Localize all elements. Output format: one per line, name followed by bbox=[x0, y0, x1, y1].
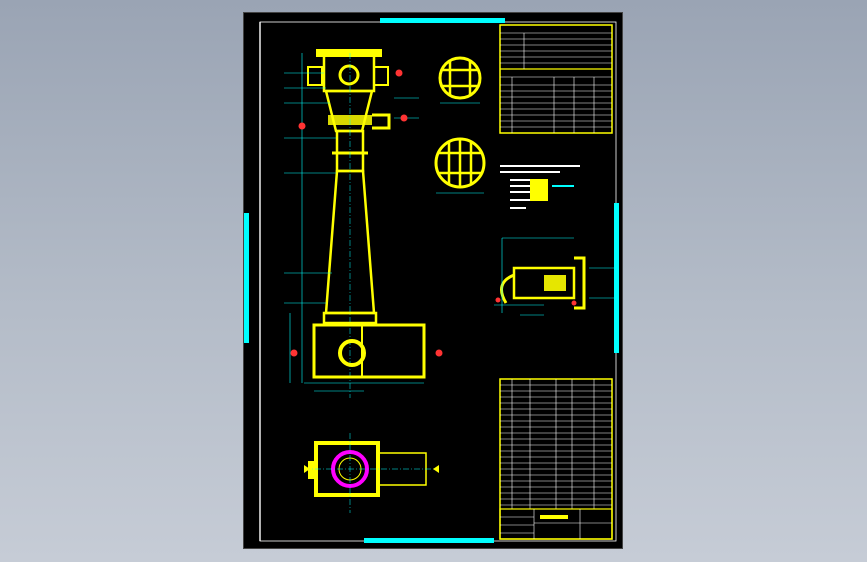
upper-head-body bbox=[322, 53, 376, 93]
plan-left-flange bbox=[308, 461, 318, 479]
top-edge-label-bar bbox=[380, 18, 505, 23]
bottom-edge-label-bar bbox=[364, 538, 494, 543]
section-marker-icon bbox=[304, 465, 310, 473]
balloon-icon bbox=[290, 349, 298, 357]
upper-port bbox=[338, 64, 360, 86]
upper-flange bbox=[316, 49, 382, 57]
front-elevation-view bbox=[284, 49, 443, 398]
front-callout-balloons bbox=[290, 69, 443, 357]
nozzle-detail-view bbox=[494, 237, 614, 316]
parts-list-table bbox=[499, 378, 613, 540]
base-flange bbox=[322, 311, 378, 325]
section-b-b-view bbox=[434, 137, 486, 194]
balloon-icon bbox=[298, 122, 306, 130]
drawing-sheet[interactable] bbox=[243, 12, 623, 549]
left-nozzle bbox=[307, 66, 323, 86]
top-plan-view bbox=[304, 433, 439, 513]
section-a-a-view bbox=[438, 56, 482, 104]
balloon-icon bbox=[495, 297, 501, 303]
drawing-canvas bbox=[244, 18, 619, 543]
balloon-icon bbox=[400, 114, 408, 122]
right-nozzle bbox=[373, 66, 389, 86]
technical-notes bbox=[500, 165, 580, 209]
top-right-table bbox=[499, 24, 613, 134]
left-edge-label-bar bbox=[244, 213, 249, 343]
right-edge-label-bar bbox=[614, 203, 619, 353]
bottom-port bbox=[338, 339, 366, 367]
bottom-chamber bbox=[312, 323, 426, 379]
side-arm bbox=[372, 113, 391, 130]
section-marker-icon bbox=[433, 465, 439, 473]
balloon-icon bbox=[395, 69, 403, 77]
bottom-chamber-left bbox=[313, 324, 363, 378]
balloon-icon bbox=[571, 300, 577, 306]
balloon-icon bbox=[435, 349, 443, 357]
frame-edge-labels bbox=[244, 18, 619, 543]
